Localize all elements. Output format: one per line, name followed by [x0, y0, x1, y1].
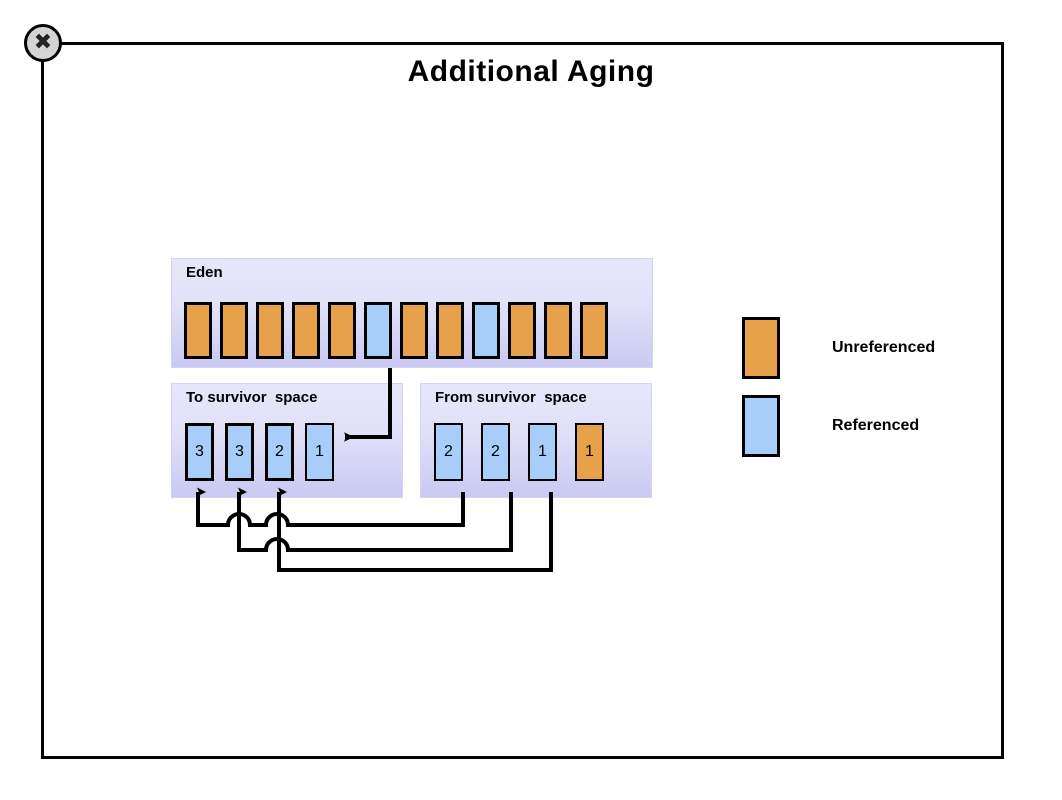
legend-item-unreferenced: Unreferenced [742, 309, 935, 387]
memory-cell[interactable] [364, 302, 392, 359]
memory-cell[interactable] [436, 302, 464, 359]
memory-cell[interactable] [220, 302, 248, 359]
memory-cell[interactable]: 1 [305, 423, 334, 481]
memory-cell[interactable] [472, 302, 500, 359]
region-from-survivor-space-label: From survivor space [435, 389, 587, 406]
region-eden-label: Eden [186, 264, 223, 281]
region-from-survivor-space: From survivor space 2 2 1 1 [420, 383, 652, 498]
region-from-survivor-space-cells: 2 2 1 1 [434, 423, 604, 481]
memory-cell[interactable]: 2 [434, 423, 463, 481]
legend-swatch-referenced [742, 395, 780, 457]
memory-cell[interactable]: 1 [575, 423, 604, 481]
memory-cell[interactable] [292, 302, 320, 359]
memory-cell[interactable]: 3 [225, 423, 254, 481]
legend-label-unreferenced: Unreferenced [832, 339, 936, 356]
memory-cell[interactable] [184, 302, 212, 359]
memory-cell[interactable] [544, 302, 572, 359]
close-glyph: ✖ [33, 30, 53, 55]
region-eden-cells [184, 302, 608, 359]
memory-cell[interactable] [508, 302, 536, 359]
region-to-survivor-space: To survivor space 3 3 2 1 [171, 383, 403, 498]
memory-cell[interactable] [400, 302, 428, 359]
region-eden: Eden [171, 258, 653, 368]
memory-cell[interactable] [256, 302, 284, 359]
memory-cell[interactable]: 3 [185, 423, 214, 481]
close-icon[interactable]: ✖ [24, 24, 62, 62]
region-to-survivor-space-label: To survivor space [186, 389, 318, 406]
legend-label-referenced: Referenced [832, 417, 920, 434]
memory-cell[interactable]: 1 [528, 423, 557, 481]
legend-item-referenced: Referenced [742, 387, 935, 465]
memory-cell[interactable] [328, 302, 356, 359]
memory-cell[interactable]: 2 [265, 423, 294, 481]
legend: Unreferenced Referenced [742, 309, 935, 465]
legend-swatch-unreferenced [742, 317, 780, 379]
memory-cell[interactable]: 2 [481, 423, 510, 481]
page-title: Additional Aging [407, 55, 655, 88]
region-to-survivor-space-cells: 3 3 2 1 [185, 423, 334, 481]
memory-cell[interactable] [580, 302, 608, 359]
